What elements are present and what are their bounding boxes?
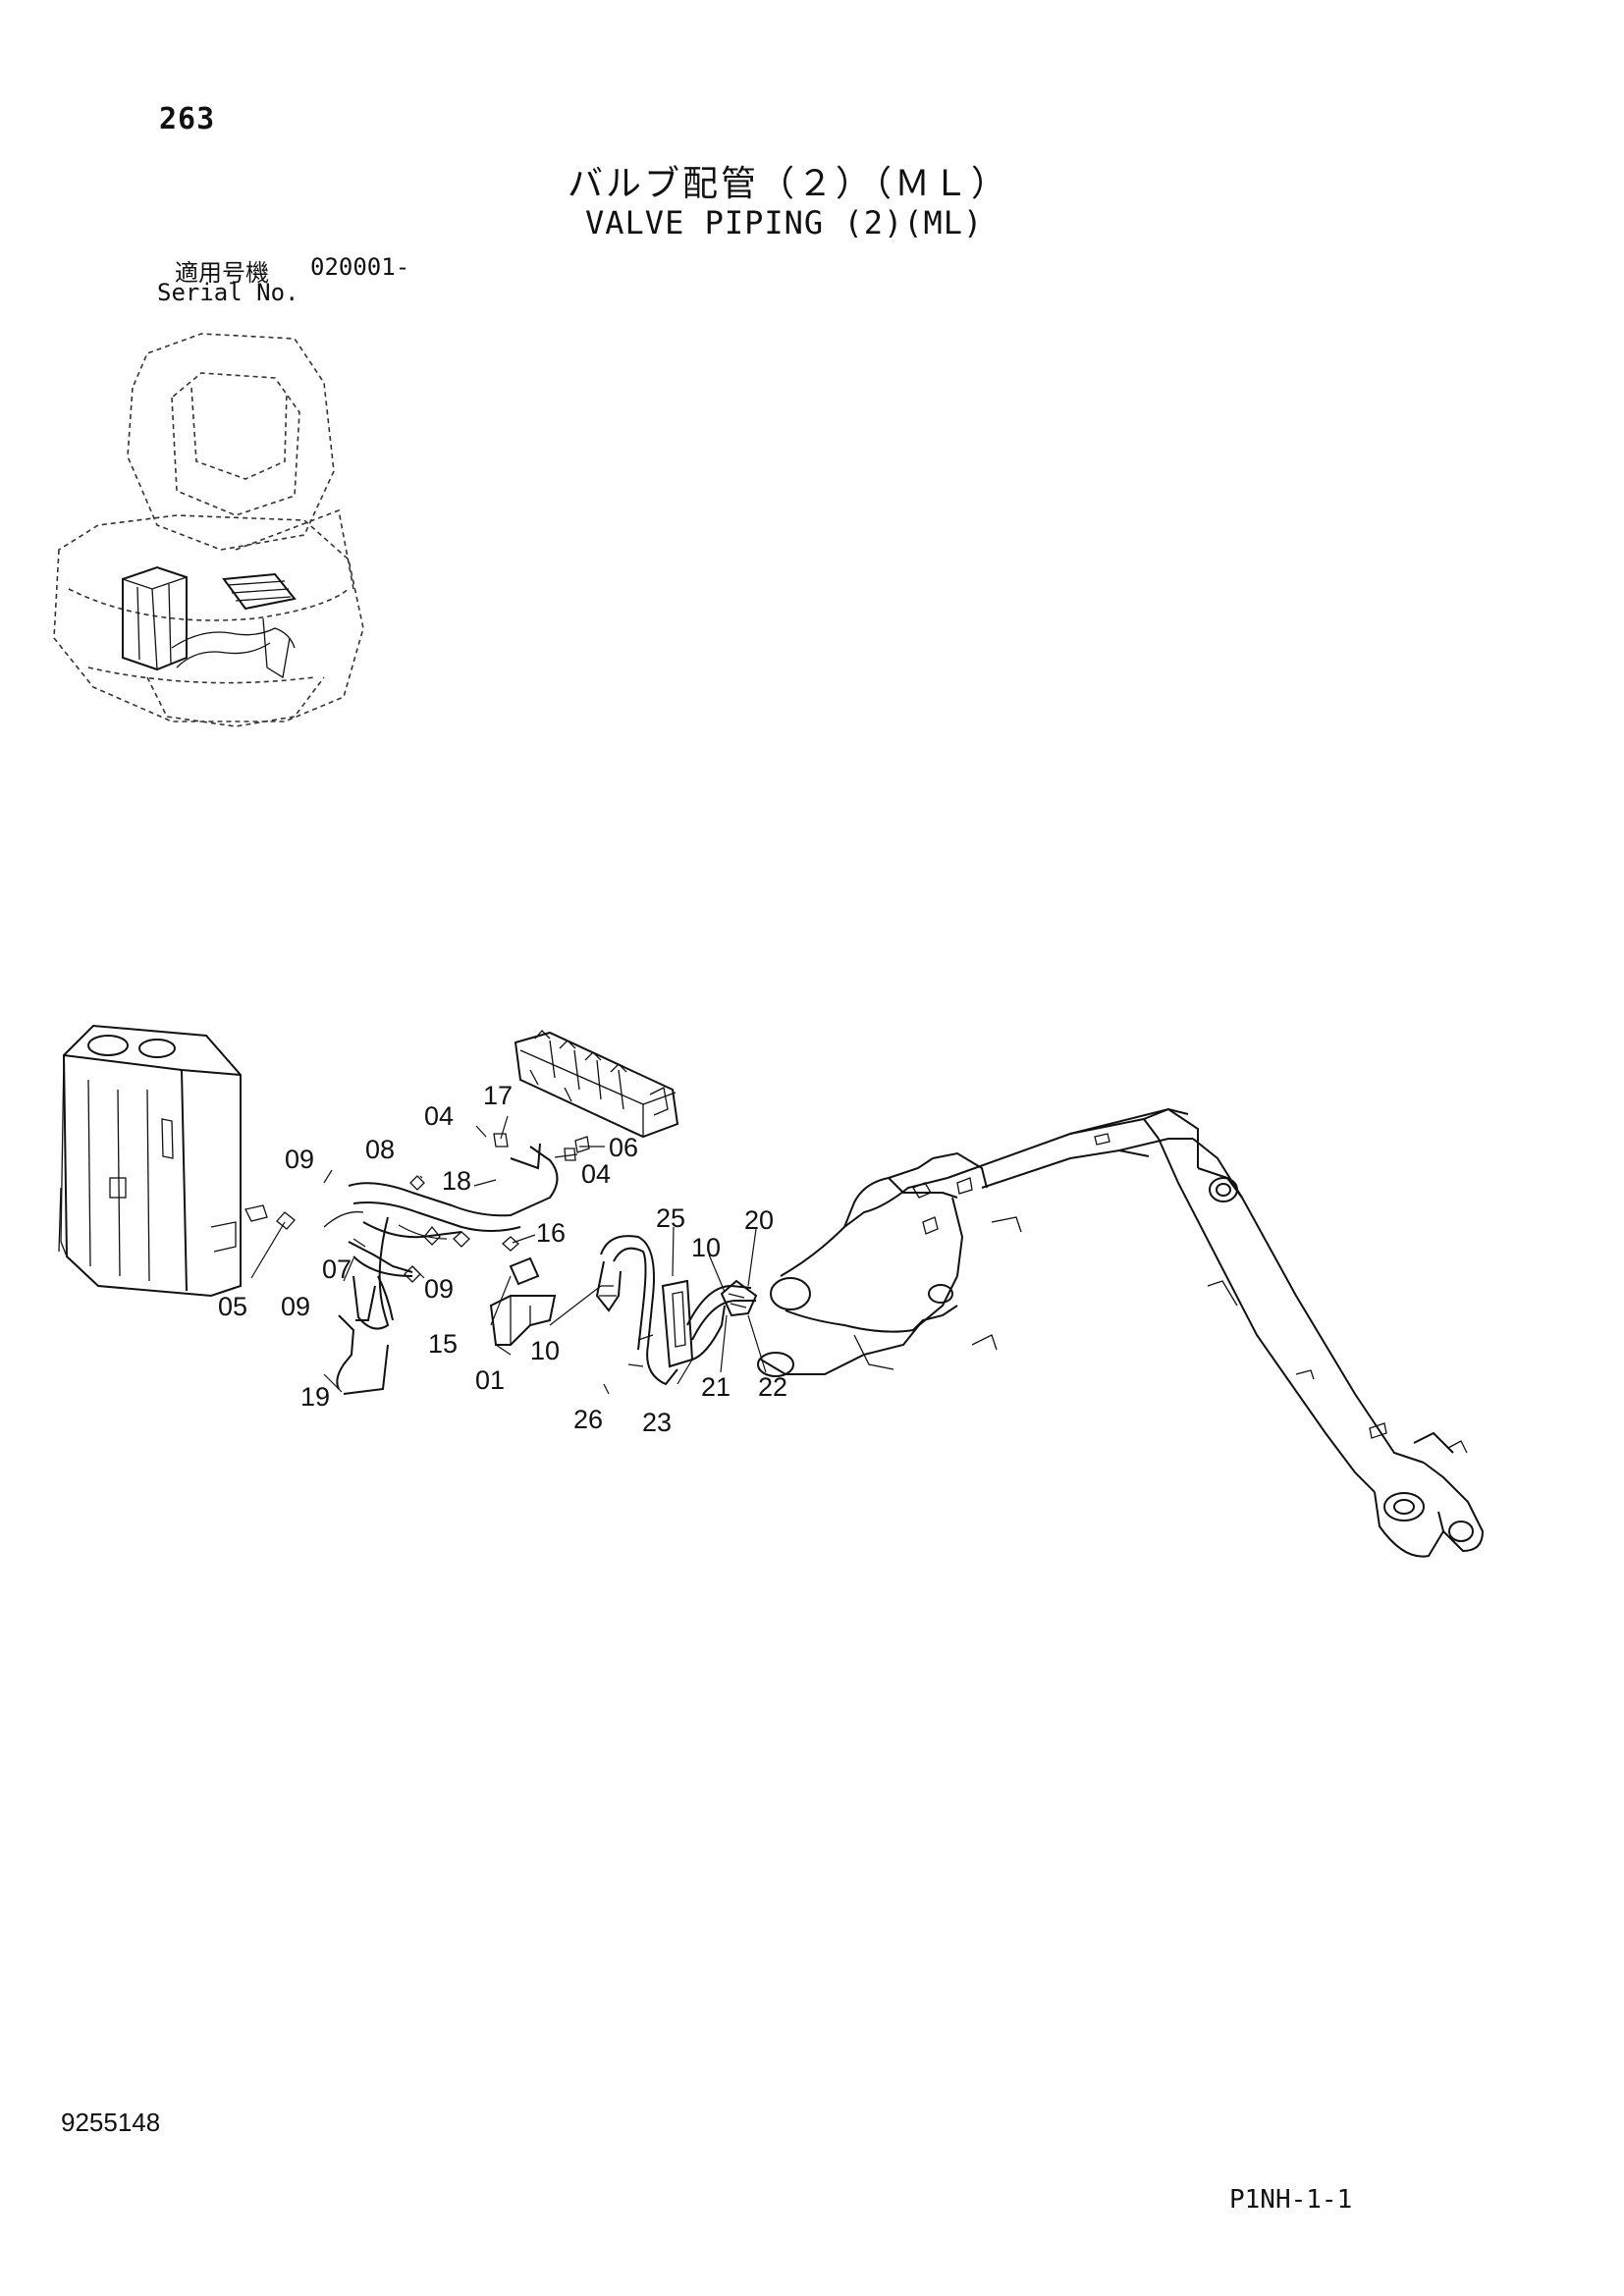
callout-label: 23 [642, 1408, 672, 1437]
callout-label: 17 [483, 1081, 513, 1110]
excavator-boom-icon [757, 1107, 1485, 1558]
callout-label: 01 [475, 1365, 505, 1395]
callout-label: 15 [428, 1329, 458, 1359]
leader-lines [250, 1115, 767, 1395]
boom-pipe-icon [595, 1235, 758, 1386]
callout-label: 16 [536, 1218, 566, 1248]
serial-label-japanese: 適用号機 [175, 259, 269, 287]
title-japanese: バルブ配管（２）（ＭＬ） [568, 164, 1010, 204]
callout-label: 09 [281, 1292, 310, 1321]
document-number: 9255148 [61, 2108, 161, 2137]
callout-label: 19 [300, 1382, 330, 1412]
page-code: P1NH-1-1 [1229, 2185, 1353, 2215]
callout-label: 09 [285, 1145, 314, 1174]
callout-label: 10 [530, 1336, 560, 1365]
callout-label: 22 [758, 1372, 787, 1402]
callout-label: 25 [656, 1203, 685, 1233]
callout-label: 08 [365, 1135, 395, 1164]
callout-labels: 04 17 09 08 06 18 04 16 25 20 10 07 05 0… [218, 1081, 787, 1437]
serial-range: 020001- [310, 253, 410, 281]
callout-label: 20 [744, 1205, 774, 1235]
hydraulic-tank-icon [58, 1024, 268, 1298]
callout-label: 09 [424, 1274, 454, 1304]
bracket-icon [489, 1256, 557, 1346]
callout-label: 26 [573, 1405, 603, 1434]
callout-label: 21 [701, 1372, 731, 1402]
callout-label: 05 [218, 1292, 247, 1321]
title-english: VALVE PIPING (2)(ML) [585, 204, 984, 241]
callout-label: 07 [322, 1255, 352, 1284]
callout-label: 04 [581, 1159, 611, 1189]
control-valve-icon [514, 1030, 679, 1139]
callout-label: 10 [691, 1233, 721, 1262]
hydraulic-hose-icon [276, 1133, 590, 1395]
callout-label: 06 [609, 1133, 638, 1162]
callout-label: 04 [424, 1101, 454, 1131]
serial-label-english: Serial No. [157, 279, 299, 306]
page-number: 263 [159, 102, 216, 136]
callout-label: 18 [442, 1166, 471, 1196]
